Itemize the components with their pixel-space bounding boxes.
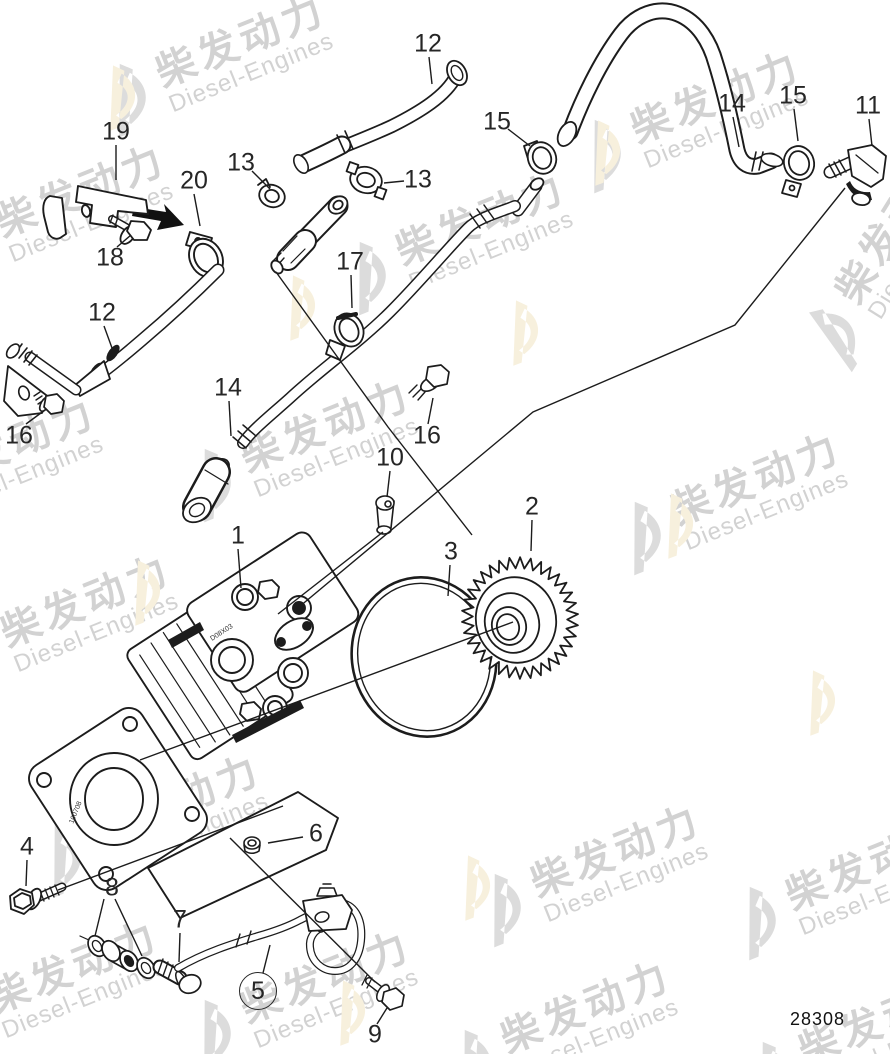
leader-12 — [428, 56, 433, 85]
leader-14 — [228, 400, 232, 437]
leader-8 — [114, 898, 143, 957]
leader-18 — [116, 234, 132, 248]
leader-2 — [530, 519, 533, 552]
leader-16 — [427, 397, 434, 425]
leader-3 — [447, 564, 451, 597]
leader-14 — [732, 116, 740, 148]
leader-1 — [237, 548, 242, 589]
leader-6 — [267, 836, 304, 844]
bolt-16-left — [33, 391, 65, 415]
nut-6 — [243, 836, 261, 855]
compressor-pump-1: D08X03 100708 — [28, 531, 360, 919]
bracket-19 — [42, 185, 149, 240]
clamp-17 — [325, 312, 365, 361]
reference-line-4 — [139, 621, 514, 761]
connector-13-group — [257, 161, 388, 275]
leader-17 — [350, 274, 353, 309]
pipe-assembly-5 — [79, 883, 405, 1011]
hose-14-top — [556, 2, 784, 175]
leader-5 — [262, 944, 271, 974]
fitting-7 — [152, 958, 202, 995]
leader-13 — [251, 170, 271, 190]
clamp-15-right — [781, 145, 816, 198]
leader-8 — [94, 898, 105, 937]
reference-line-3 — [277, 531, 384, 615]
leader-7 — [178, 932, 181, 963]
leader-11 — [868, 118, 873, 147]
reference-line-1 — [298, 187, 846, 608]
bolt-9 — [361, 974, 405, 1011]
leader-4 — [25, 859, 28, 887]
leader-16 — [25, 409, 46, 425]
leader-15 — [793, 108, 799, 142]
bolt-16-right — [408, 364, 450, 401]
leader-15 — [507, 128, 531, 147]
leader-10 — [386, 470, 391, 498]
hose-12-upper — [292, 59, 468, 174]
leader-9 — [376, 1007, 388, 1025]
figure-number: 28308 — [790, 1009, 846, 1029]
leader-13 — [383, 180, 405, 184]
reference-line-6 — [229, 837, 376, 983]
bolt-18 — [108, 214, 152, 245]
leader-12 — [103, 325, 113, 349]
leader-20 — [193, 193, 201, 227]
elbow-fitting-11 — [823, 144, 887, 207]
reference-line-5 — [57, 805, 284, 891]
reference-line-2 — [275, 271, 473, 536]
bushing-8 — [101, 939, 139, 973]
